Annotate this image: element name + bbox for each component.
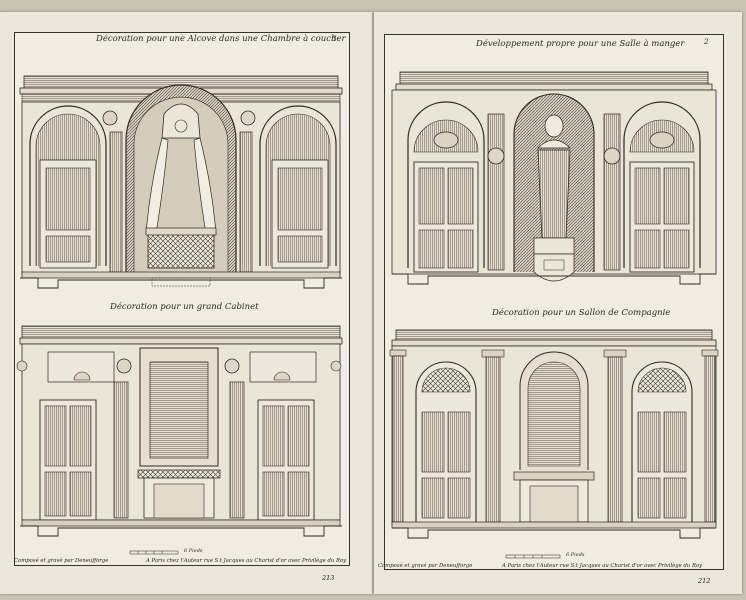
cabinet-elevation-drawing <box>16 325 343 537</box>
alcove-elevation-drawing <box>19 75 343 289</box>
left-scale-bar <box>129 550 179 555</box>
right-plate-sheet: Développement propre pour une Salle à ma… <box>374 12 742 594</box>
left-plate-sheet: Décoration pour une Alcove dans une Cham… <box>0 12 372 594</box>
right-page-number: 212 <box>698 577 711 585</box>
right-publisher-imprint: A Paris chez l'Auteur rue S.t Jacques au… <box>502 563 703 569</box>
left-plate-number: 3 <box>332 35 337 43</box>
right-engraver-credit: Composé et gravé par Deneufforge <box>378 563 473 569</box>
right-bottom-title: Décoration pour un Sallon de Compagnie <box>492 308 671 318</box>
left-engraver-credit: Composé et gravé par Deneufforge <box>14 558 109 564</box>
left-publisher-imprint: A Paris chez l'Auteur rue S.t Jacques au… <box>146 558 347 564</box>
right-plate-number: 2 <box>704 38 709 46</box>
salon-elevation-drawing <box>389 329 719 539</box>
dining-room-elevation-drawing <box>391 71 717 285</box>
left-bottom-title: Décoration pour un grand Cabinet <box>110 302 259 312</box>
left-page-number: 213 <box>322 574 335 582</box>
right-scale-bar <box>505 554 561 559</box>
right-scale-label: 6 Pieds <box>566 552 585 558</box>
left-scale-label: 6 Pieds <box>184 548 203 554</box>
left-top-title: Décoration pour une Alcove dans une Cham… <box>96 34 346 44</box>
right-top-title: Développement propre pour une Salle à ma… <box>476 39 685 49</box>
